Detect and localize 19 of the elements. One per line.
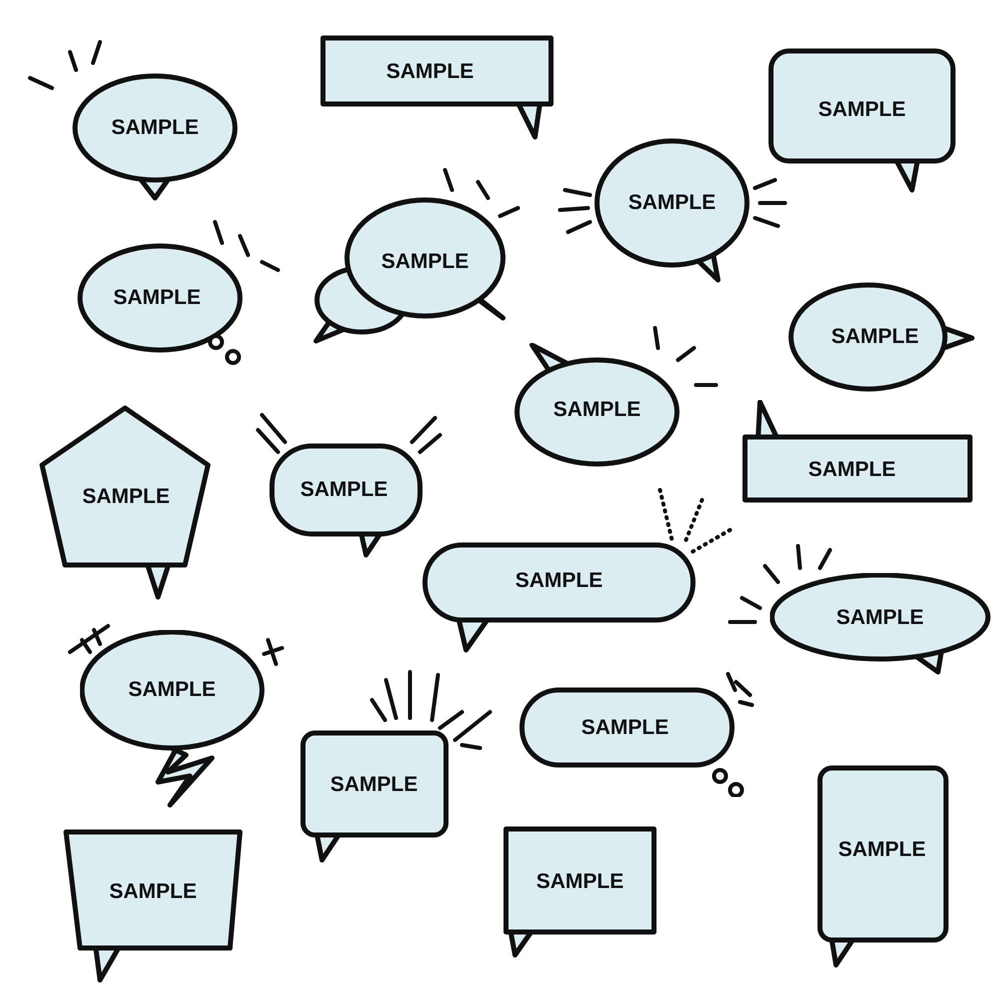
bubble-text: SAMPLE: [113, 286, 201, 310]
bubble-text: SAMPLE: [109, 880, 197, 904]
bubble-text: SAMPLE: [515, 569, 603, 593]
bubble-text: SAMPLE: [330, 773, 418, 797]
bubble-text: SAMPLE: [628, 191, 716, 215]
bubble-text: SAMPLE: [838, 838, 926, 862]
bubble-text: SAMPLE: [836, 606, 924, 630]
bubble-text: SAMPLE: [808, 458, 896, 482]
bubble-text: SAMPLE: [831, 325, 919, 349]
bubble-text: SAMPLE: [111, 116, 199, 140]
bubble-text: SAMPLE: [300, 478, 388, 502]
bubble-text: SAMPLE: [536, 870, 624, 894]
bubble-text: SAMPLE: [581, 716, 669, 740]
bubble-text: SAMPLE: [82, 485, 170, 509]
bubble-text: SAMPLE: [128, 678, 216, 702]
bubble-text: SAMPLE: [386, 60, 474, 84]
bubble-text: SAMPLE: [818, 98, 906, 122]
bubble-text: SAMPLE: [381, 250, 469, 274]
bubble-text: SAMPLE: [553, 398, 641, 422]
